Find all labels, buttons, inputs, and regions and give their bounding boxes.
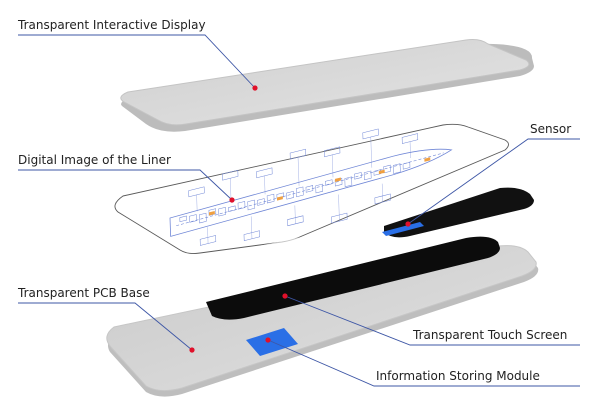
callout-line	[196, 194, 198, 212]
callout-line	[297, 157, 300, 186]
callout-box	[256, 167, 273, 179]
callout-line	[207, 227, 209, 244]
callout-box	[222, 169, 239, 181]
callout-line	[332, 154, 334, 178]
callout-line	[251, 216, 253, 239]
leader-sensor-dot	[405, 221, 411, 227]
deck-accent	[276, 196, 283, 201]
label-transparent-touch-screen: Transparent Touch Screen	[412, 328, 567, 342]
cabin-block	[179, 215, 187, 223]
cabin-block	[344, 176, 353, 188]
leader-lines	[18, 34, 580, 387]
cabin-block	[257, 198, 265, 206]
cabin-block	[247, 199, 256, 211]
label-transparent-pcb-base: Transparent PCB Base	[17, 286, 150, 300]
cabin-block	[237, 201, 246, 210]
callout-line	[382, 183, 383, 203]
cabin-block	[218, 206, 226, 217]
callout-line	[264, 175, 266, 195]
ship-blueprint	[169, 128, 453, 246]
pcb-base	[106, 245, 537, 392]
cabin-block	[266, 193, 275, 204]
callout-line	[338, 194, 340, 222]
cabin-block	[325, 179, 333, 186]
callout-line	[294, 205, 296, 224]
callout-line	[370, 136, 372, 168]
deck-accent	[424, 157, 431, 162]
deck-accent	[335, 177, 341, 182]
label-transparent-interactive-display: Transparent Interactive Display	[17, 18, 206, 32]
leader-display-dot	[252, 85, 258, 91]
deck-accent	[378, 169, 385, 175]
cabin-block	[393, 163, 401, 174]
cabin-block	[363, 170, 372, 181]
blueprint-group	[169, 128, 453, 246]
leader-touch-dot	[282, 293, 288, 299]
cabin-block	[228, 205, 236, 212]
leader-sensor	[407, 138, 580, 225]
leader-liner-dot	[229, 197, 235, 203]
label-digital-image-of-the-liner: Digital Image of the Liner	[18, 153, 171, 167]
leader-display	[18, 34, 256, 89]
cabin-block	[199, 212, 207, 224]
hull-outline	[169, 148, 453, 237]
touch-screen-black	[206, 236, 500, 320]
callout-line	[409, 141, 411, 159]
cabin-block	[315, 183, 323, 194]
pcb-layer	[106, 236, 539, 397]
liner-sheet	[114, 123, 509, 255]
cabin-block	[295, 186, 304, 198]
cabin-block	[189, 214, 197, 223]
label-information-storing-module: Information Storing Module	[376, 369, 540, 383]
touch-layer	[200, 187, 538, 280]
leader-module	[267, 339, 580, 387]
label-sensor: Sensor	[530, 122, 571, 136]
leader-liner	[18, 169, 233, 201]
leader-touch	[284, 295, 580, 346]
display-layer	[120, 39, 534, 132]
cabin-block	[286, 191, 294, 200]
leader-module-dot	[265, 337, 271, 343]
cabin-block	[354, 172, 362, 180]
deck-midline	[176, 152, 444, 227]
display-panel	[120, 39, 530, 126]
callout-box	[401, 133, 419, 144]
leader-pcb-dot	[189, 347, 195, 353]
sensor-strip	[382, 222, 424, 236]
cabin-block	[402, 162, 411, 170]
deck-accent	[208, 210, 215, 216]
cabin-block	[305, 185, 314, 193]
leader-pcb	[18, 302, 193, 351]
